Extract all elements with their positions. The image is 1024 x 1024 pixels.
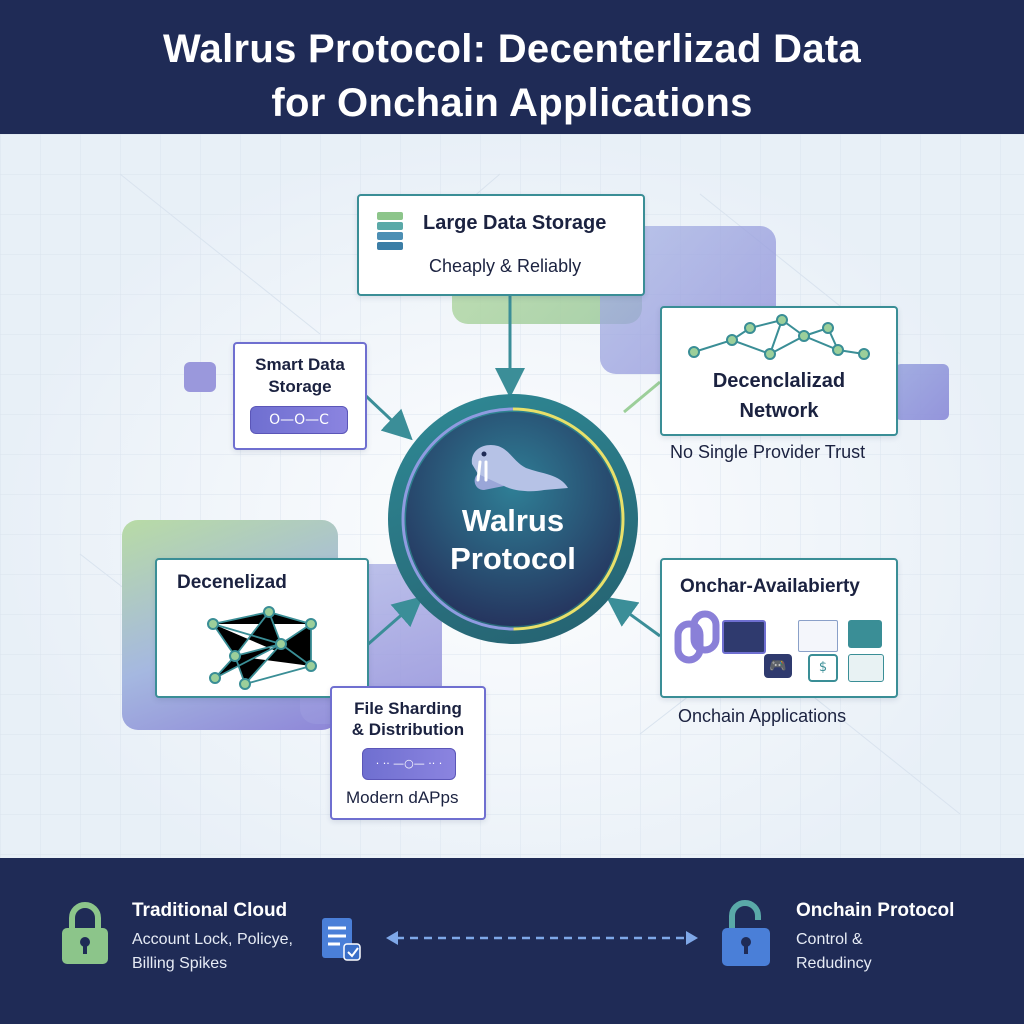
availability-title: Onchar-Availabierty bbox=[680, 576, 860, 597]
chain-link-icon bbox=[674, 610, 720, 664]
traditional-cloud-title: Traditional Cloud bbox=[132, 900, 288, 921]
server-stack-icon bbox=[377, 212, 403, 250]
diagram-canvas: Large Data Storage Cheaply & Reliably Sm… bbox=[0, 134, 1024, 858]
onchain-protocol-text: Control & Redudincy bbox=[796, 928, 872, 976]
onchain-protocol-title: Onchain Protocol bbox=[796, 900, 955, 921]
network-graph-icon bbox=[688, 314, 870, 360]
card-decentralized-network[interactable]: Decenclalizad Network bbox=[660, 306, 898, 436]
blob-purple-right bbox=[895, 364, 949, 420]
double-arrow-dashed bbox=[386, 931, 698, 945]
card-decentralized[interactable]: Decenelizad bbox=[155, 558, 369, 698]
footer-comparison: Traditional Cloud Account Lock, Policye,… bbox=[0, 858, 1024, 1024]
connector-arrows bbox=[364, 296, 661, 648]
smart-title-line-1: Smart Data bbox=[255, 355, 345, 374]
chart-tile-icon bbox=[848, 654, 884, 682]
gamepad-icon: 🎮 bbox=[764, 654, 792, 678]
smart-title: Smart Data Storage bbox=[235, 354, 365, 398]
sharding-title: File Sharding & Distribution bbox=[332, 698, 484, 740]
smart-title-line-2: Storage bbox=[268, 377, 332, 396]
locked-padlock-icon bbox=[62, 902, 108, 964]
hub-title-line-1: Walrus bbox=[461, 503, 565, 538]
card-smart-data-storage[interactable]: Smart Data Storage O—O—C bbox=[233, 342, 367, 450]
sharding-title-line-1: File Sharding bbox=[354, 699, 462, 718]
traditional-line-1: Account Lock, Policye, bbox=[132, 931, 293, 948]
arrow-from-availability bbox=[606, 596, 661, 638]
onchain-line-2: Redudincy bbox=[796, 955, 872, 972]
title-line-1: Walrus Protocol: Decenterlizad Data bbox=[162, 27, 862, 71]
title-line-2: for Onchain Applications bbox=[271, 81, 753, 125]
traditional-cloud-text: Account Lock, Policye, Billing Spikes bbox=[132, 928, 293, 976]
sharding-pill: · ·· —○— ·· · bbox=[362, 748, 456, 780]
hub-ring bbox=[401, 407, 625, 631]
onchain-line-1: Control & bbox=[796, 931, 863, 948]
traditional-line-2: Billing Spikes bbox=[132, 955, 228, 972]
document-icon bbox=[798, 620, 838, 652]
decentral-title: Decenelizad bbox=[177, 572, 287, 593]
hub-inner bbox=[406, 412, 620, 626]
network-title-line-1: Decenclalizad bbox=[712, 370, 846, 392]
app-window-icon bbox=[722, 620, 766, 654]
sharding-title-line-2: & Distribution bbox=[351, 720, 465, 739]
connector-network bbox=[623, 380, 661, 414]
app-tile-icon bbox=[848, 620, 882, 648]
storage-subtitle: Cheaply & Reliably bbox=[429, 256, 582, 276]
header-banner: Walrus Protocol: Decenterlizad Data for … bbox=[0, 0, 1024, 134]
arrow-from-smart bbox=[364, 394, 413, 441]
hub-title: Walrus Protocol bbox=[388, 502, 638, 578]
card-file-sharding[interactable]: File Sharding & Distribution · ·· —○— ··… bbox=[330, 686, 486, 820]
network-title-line-2: Network bbox=[739, 400, 819, 422]
availability-caption: Onchain Applications bbox=[678, 706, 847, 726]
unlocked-padlock-icon bbox=[722, 900, 770, 966]
card-onchain-availability[interactable]: Onchar-Availabierty 🎮 $ bbox=[660, 558, 898, 698]
blob-purple-small bbox=[184, 362, 216, 392]
hub-title-line-2: Protocol bbox=[450, 541, 576, 576]
link-icon: O—O—C bbox=[250, 406, 348, 434]
arrow-from-decentral bbox=[365, 596, 424, 648]
network-title: Decenclalizad Network bbox=[662, 366, 896, 426]
walrus-protocol-hub[interactable]: Walrus Protocol bbox=[388, 394, 638, 644]
network-caption: No Single Provider Trust bbox=[670, 442, 866, 462]
sharding-caption: Modern dAPps bbox=[346, 788, 459, 807]
card-large-data-storage[interactable]: Large Data Storage Cheaply & Reliably bbox=[357, 194, 645, 296]
walrus-icon bbox=[471, 444, 568, 492]
document-checklist-icon bbox=[322, 918, 361, 961]
page-title: Walrus Protocol: Decenterlizad Data for … bbox=[0, 0, 1024, 130]
coin-icon: $ bbox=[808, 654, 838, 682]
storage-title: Large Data Storage bbox=[423, 212, 607, 234]
network-graph-icon bbox=[207, 606, 317, 690]
